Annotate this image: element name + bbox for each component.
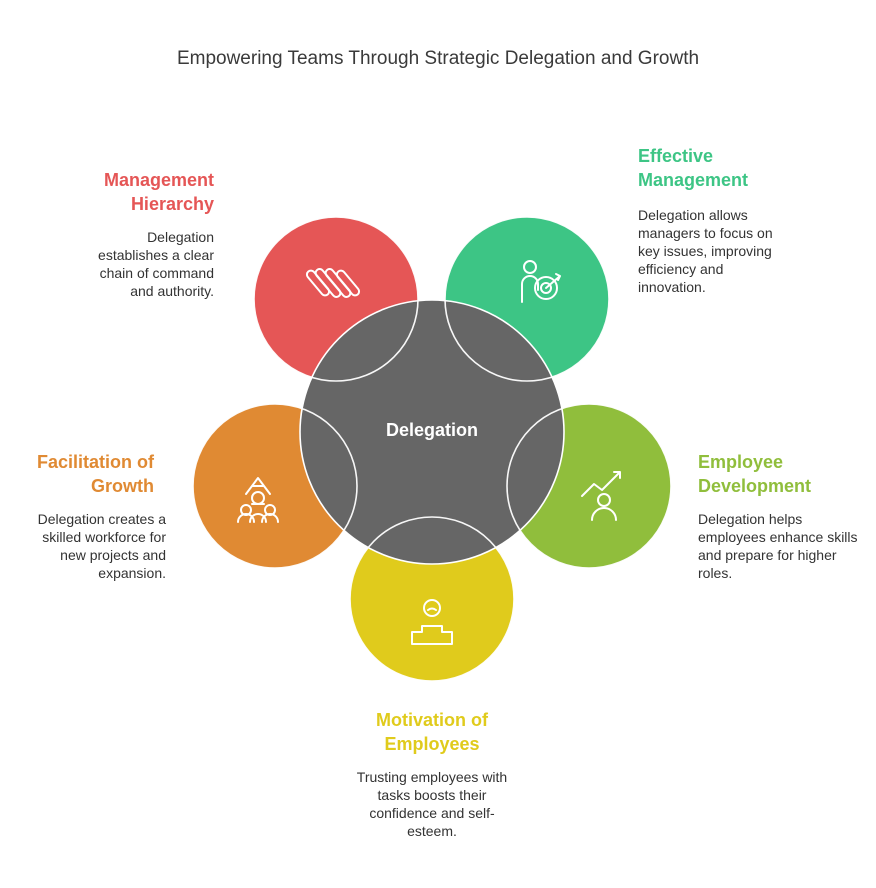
team-growth-icon <box>237 477 279 523</box>
overlap-arcs <box>192 216 672 682</box>
motivation-of-employees-description: Trusting employees with tasks boosts the… <box>356 769 508 839</box>
delegation-hub-circle <box>300 300 564 564</box>
effective-management-title: Effective Management <box>638 146 749 190</box>
management-hierarchy-description: Delegation establishes a clear chain of … <box>98 229 214 299</box>
page-title: Empowering Teams Through Strategic Deleg… <box>176 48 700 69</box>
facilitation-of-growth-description: Delegation creates a skilled workforce f… <box>37 511 166 581</box>
striped-bars-icon <box>305 268 361 298</box>
effective-management-description: Delegation allows managers to focus on k… <box>638 207 773 295</box>
person-growth-chart-icon <box>581 471 621 521</box>
employee-development-description: Delegation helps employees enhance skill… <box>698 511 858 581</box>
management-hierarchy-title: Management Hierarchy <box>103 170 214 214</box>
hub-outline <box>299 299 565 565</box>
hub-label: Delegation <box>385 420 478 440</box>
employee-development-title: Employee Development <box>698 452 812 496</box>
facilitation-of-growth-title: Facilitation of Growth <box>37 452 154 496</box>
person-podium-icon <box>411 599 453 645</box>
motivation-of-employees-title: Motivation of Employees <box>376 710 488 754</box>
person-target-icon <box>521 260 561 303</box>
